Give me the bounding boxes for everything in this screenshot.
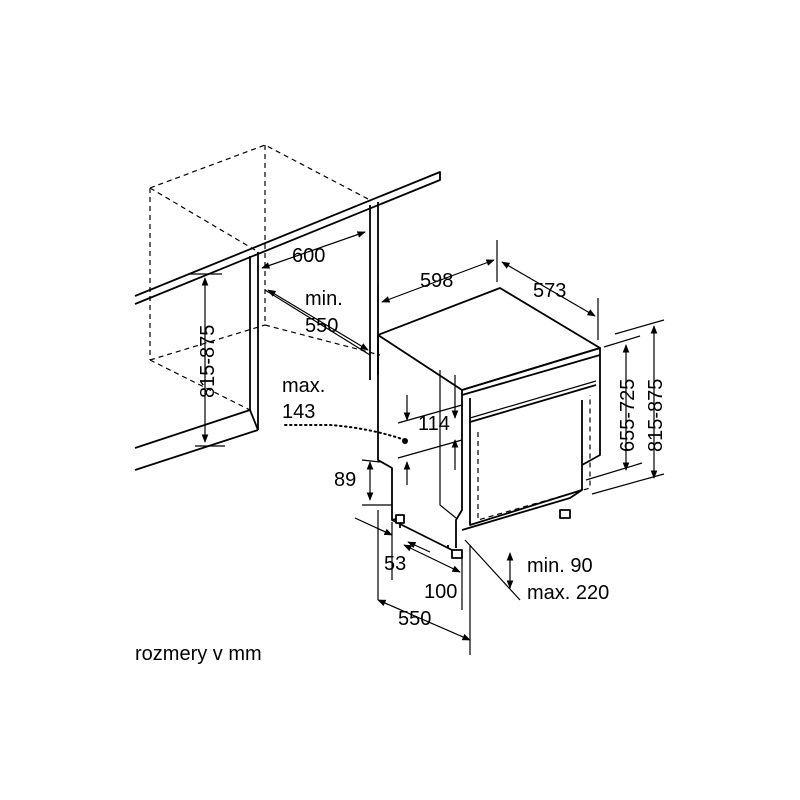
label-dim-53: 53 bbox=[384, 553, 406, 575]
cabinet-niche bbox=[149, 144, 381, 411]
dimension-labels: 600 min. 550 815-875 598 573 655-725 815… bbox=[197, 245, 667, 630]
label-niche-width: 600 bbox=[292, 245, 325, 267]
dimension-lines bbox=[188, 231, 665, 655]
label-appliance-height-b: 815-875 bbox=[645, 379, 667, 452]
label-connection-value: 143 bbox=[282, 401, 315, 423]
label-plinth-max: max. 220 bbox=[527, 582, 609, 604]
label-dim-100: 100 bbox=[424, 581, 457, 603]
label-appliance-depth: 573 bbox=[533, 280, 566, 302]
label-dim-89: 89 bbox=[334, 469, 356, 491]
label-panel-114: 114 bbox=[418, 413, 450, 435]
label-plinth-min: min. 90 bbox=[527, 555, 593, 577]
label-niche-depth-min: min. bbox=[305, 288, 343, 310]
label-appliance-height-a: 655-725 bbox=[617, 379, 639, 452]
countertop bbox=[134, 171, 441, 305]
label-niche-height: 815-875 bbox=[197, 325, 219, 398]
label-connection-max: max. bbox=[282, 375, 325, 397]
label-dim-550-bottom: 550 bbox=[398, 608, 431, 630]
units-caption: rozmery v mm bbox=[135, 643, 262, 665]
side-cabinet-left bbox=[134, 252, 259, 471]
dishwasher bbox=[377, 287, 601, 559]
label-appliance-width: 598 bbox=[420, 270, 453, 292]
label-niche-depth-value: 550 bbox=[305, 315, 338, 337]
